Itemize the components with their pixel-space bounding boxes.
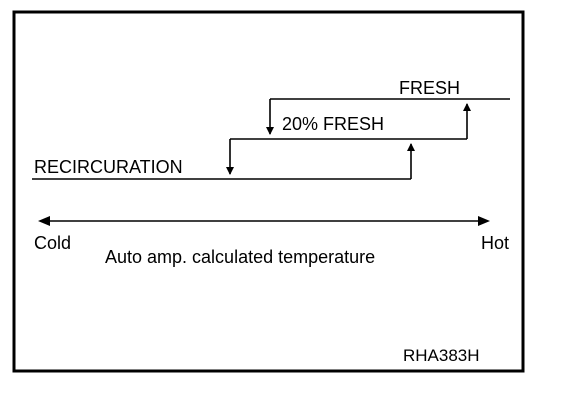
temperature-axis: [38, 216, 490, 226]
axis-title: Auto amp. calculated temperature: [105, 247, 375, 267]
step-lines: [32, 98, 510, 180]
label-recirculation: RECIRCURATION: [34, 157, 183, 177]
axis-arrow-right: [478, 216, 490, 226]
axis-label-hot: Hot: [481, 233, 509, 253]
transition-arrows: [226, 99, 471, 179]
label-20-fresh: 20% FRESH: [282, 114, 384, 134]
axis-label-cold: Cold: [34, 233, 71, 253]
figure-frame: [12, 10, 525, 373]
label-fresh: FRESH: [399, 78, 460, 98]
figure-code: RHA383H: [403, 346, 480, 365]
axis-arrow-left: [38, 216, 50, 226]
